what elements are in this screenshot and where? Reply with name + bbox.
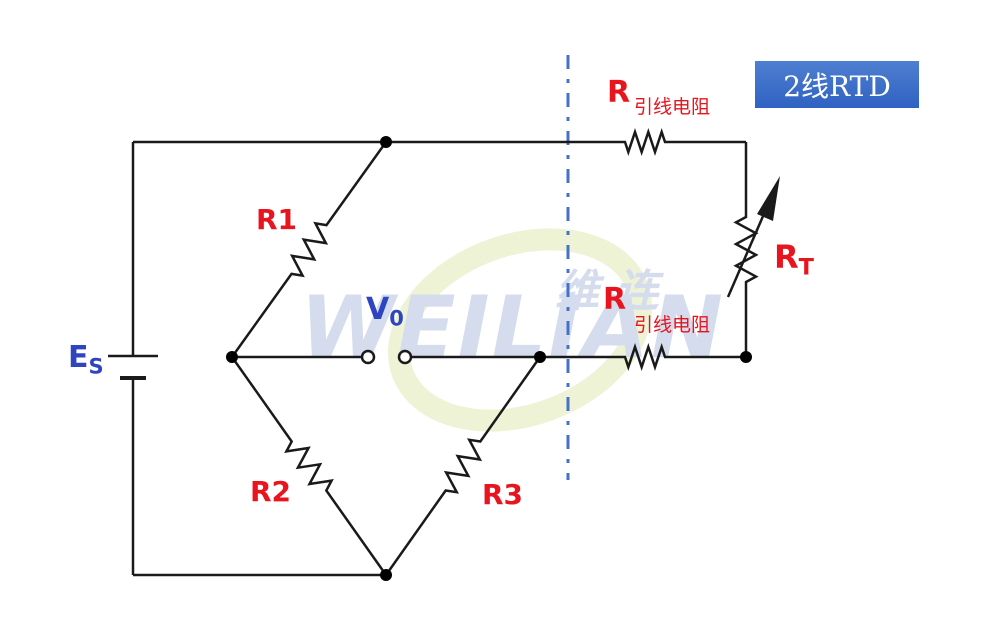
junction-node [380, 569, 392, 581]
vo-terminal-right [397, 349, 413, 365]
lead-top-r: R [607, 75, 631, 110]
resistor-r1 [230, 141, 388, 358]
resistor-lead-bottom [620, 343, 670, 371]
vo-sub: 0 [389, 306, 404, 331]
resistor-r2 [230, 356, 388, 576]
resistor-rt [733, 142, 759, 357]
watermark-cn: 维 连 [555, 266, 659, 317]
junction-node [380, 136, 392, 148]
vo-terminal-left [360, 349, 376, 365]
es-main: E [68, 340, 89, 375]
junction-node [740, 351, 752, 363]
vo-main: V [366, 292, 390, 327]
es-sub: S [88, 354, 104, 379]
label-r1: R1 [256, 203, 298, 236]
label-rt: RT [774, 238, 814, 281]
title-badge: 2线RTD [755, 61, 919, 108]
junction-node [226, 351, 238, 363]
resistor-r3 [384, 356, 542, 576]
resistor-lead-top [620, 128, 670, 156]
label-es: ES [68, 340, 104, 378]
rt-sub: T [798, 254, 814, 281]
label-r3: R3 [482, 478, 524, 511]
rt-main: R [774, 238, 799, 276]
lead-bottom-r: R [603, 282, 627, 317]
rt-arrow-head [757, 176, 780, 221]
label-r2: R2 [250, 475, 292, 508]
junction-node [534, 351, 546, 363]
label-vo: V0 [366, 292, 404, 330]
lead-bottom-text: 引线电阻 [634, 314, 711, 336]
lead-top-text: 引线电阻 [634, 96, 711, 118]
